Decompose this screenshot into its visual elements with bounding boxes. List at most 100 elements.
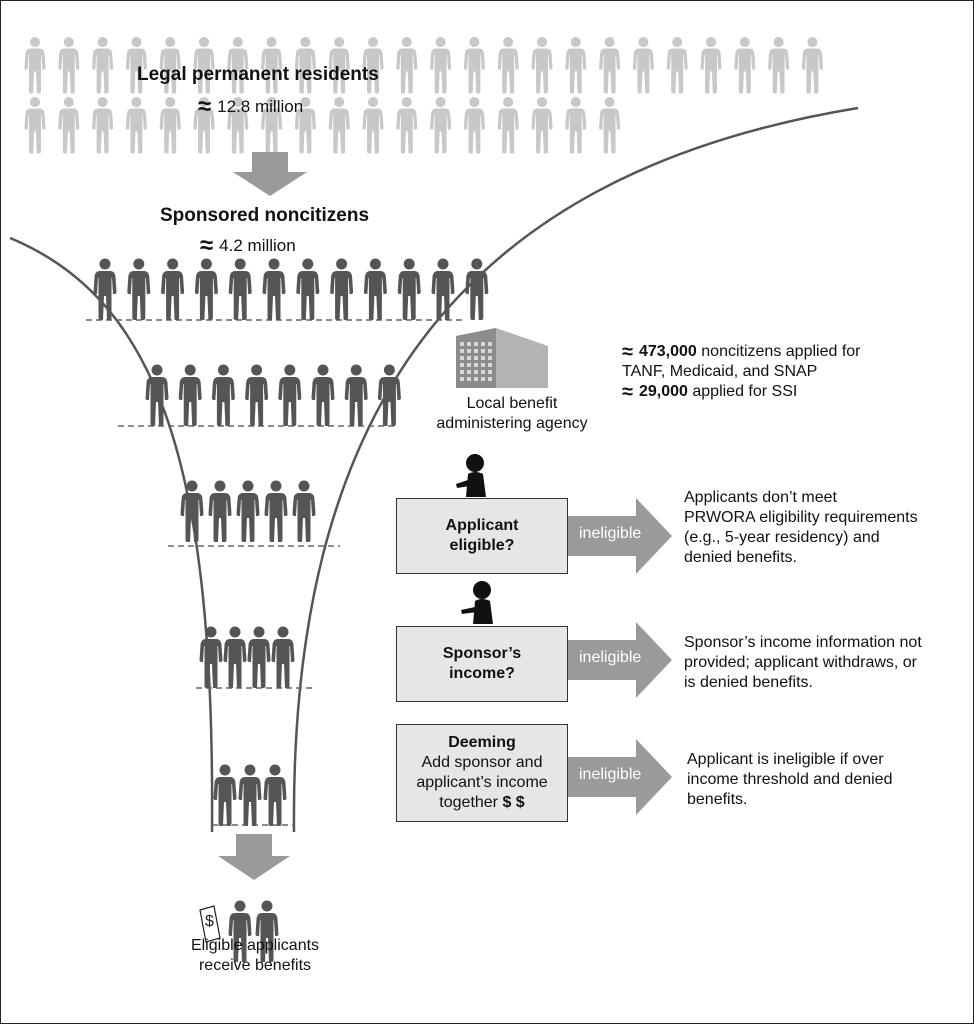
person-icon-dark: [397, 258, 421, 320]
person-icon-dark: [211, 364, 235, 426]
outcome-line: denied benefits.: [684, 549, 797, 566]
eligible-label: Eligible applicants receive benefits: [160, 936, 350, 976]
person-icon-light: [734, 37, 756, 94]
outcome-line: PRWORA eligibility requirements: [684, 509, 918, 526]
building-window: [460, 370, 464, 374]
person-icon-light: [125, 97, 147, 154]
building-window: [460, 363, 464, 367]
person-icon-light: [565, 37, 587, 94]
building-window: [467, 349, 471, 353]
ssi-number: 29,000: [638, 383, 688, 400]
eligible-label-line2: receive benefits: [198, 957, 312, 974]
person-icon-dark: [127, 258, 151, 320]
person-icon-dark: [311, 364, 335, 426]
person-icon-dark: [263, 764, 287, 826]
building-window: [467, 363, 471, 367]
person-icon-dark: [344, 364, 368, 426]
building-window: [474, 342, 478, 346]
person-icon-light: [666, 37, 688, 94]
person-icon-light: [24, 37, 46, 94]
person-icon-light: [24, 97, 46, 154]
outcome-line: benefits.: [687, 791, 748, 808]
outcome-line: is denied benefits.: [684, 674, 813, 691]
funnel-figures: [93, 258, 489, 962]
outcome-text-3: Applicant is ineligible if over income t…: [687, 750, 892, 810]
person-icon-dark: [178, 364, 202, 426]
building-window: [474, 349, 478, 353]
building-window: [467, 377, 471, 381]
person-icon-dark: [93, 258, 117, 320]
outcome-line: Sponsor’s income information not: [684, 634, 922, 651]
person-icon-light: [396, 97, 418, 154]
building-window: [488, 370, 492, 374]
dollar-signs: $ $: [502, 794, 525, 811]
person-icon-light: [497, 37, 519, 94]
approx-symbol: ≈: [200, 232, 214, 259]
building-window: [488, 377, 492, 381]
person-icon-dark: [431, 258, 455, 320]
person-icon-light: [159, 97, 181, 154]
building-window: [467, 356, 471, 360]
person-icon-light: [92, 97, 114, 154]
person-icon-dark: [238, 764, 262, 826]
agent-icon: [461, 581, 493, 624]
applications-number: 473,000: [638, 343, 697, 360]
sponsored-count-value: 4.2 million: [219, 236, 296, 255]
building-window: [488, 356, 492, 360]
person-icon-light: [58, 97, 80, 154]
box-line: Applicant: [445, 517, 519, 534]
applications-stats: ≈473,000 noncitizens applied for TANF, M…: [622, 342, 860, 402]
down-arrow-bottom: [218, 834, 290, 880]
person-icon-light: [396, 37, 418, 94]
approx-symbol: ≈: [622, 381, 633, 403]
applications-programs: TANF, Medicaid, and SNAP: [622, 363, 818, 380]
deeming-box: Deeming Add sponsor and applicant’s inco…: [396, 724, 568, 822]
outcome-line: (e.g., 5-year residency) and: [684, 529, 880, 546]
sponsored-title: Sponsored noncitizens: [160, 205, 370, 226]
person-icon-dark: [223, 626, 247, 688]
sponsor-income-box: Sponsor’s income?: [396, 626, 568, 702]
person-icon-dark: [465, 258, 489, 320]
person-icon-dark: [264, 480, 288, 542]
outcome-line: Applicants don’t meet: [684, 489, 837, 506]
person-icon-dark: [208, 480, 232, 542]
building-icon: [456, 328, 548, 388]
building-window: [481, 356, 485, 360]
ineligible-arrow-1: [568, 498, 672, 574]
person-icon-light: [700, 37, 722, 94]
approx-symbol: ≈: [622, 341, 633, 363]
building-window: [467, 342, 471, 346]
ineligible-label: ineligible: [579, 649, 642, 666]
lpr-count: ≈12.8 million: [198, 93, 303, 122]
ineligible-arrow-3: [568, 739, 672, 815]
building-window: [460, 342, 464, 346]
outcome-line: Applicant is ineligible if over: [687, 751, 884, 768]
building-window: [481, 349, 485, 353]
building-window: [481, 370, 485, 374]
person-icon-dark: [213, 764, 237, 826]
applicant-eligible-box: Applicant eligible?: [396, 498, 568, 574]
building-window: [481, 377, 485, 381]
lpr-figures: [24, 37, 823, 154]
person-icon-light: [430, 97, 452, 154]
applications-text: noncitizens applied for: [696, 343, 861, 360]
building-window: [460, 356, 464, 360]
person-icon-dark: [236, 480, 260, 542]
funnel-left-curve: [9, 236, 214, 833]
box-line: Sponsor’s: [442, 645, 522, 662]
building-window: [460, 349, 464, 353]
person-icon-light: [58, 37, 80, 94]
deeming-title: Deeming: [448, 734, 516, 751]
down-arrow-top: [233, 152, 307, 196]
ineligible-arrow-2: [568, 622, 672, 698]
outcome-line: provided; applicant withdraws, or: [684, 654, 918, 671]
person-icon-light: [463, 37, 485, 94]
person-icon-light: [565, 97, 587, 154]
lpr-title: Legal permanent residents: [137, 64, 379, 85]
approx-symbol: ≈: [198, 93, 212, 120]
person-icon-light: [599, 37, 621, 94]
funnel-right-curve: [292, 106, 859, 833]
person-icon-dark: [292, 480, 316, 542]
person-icon-light: [362, 97, 384, 154]
